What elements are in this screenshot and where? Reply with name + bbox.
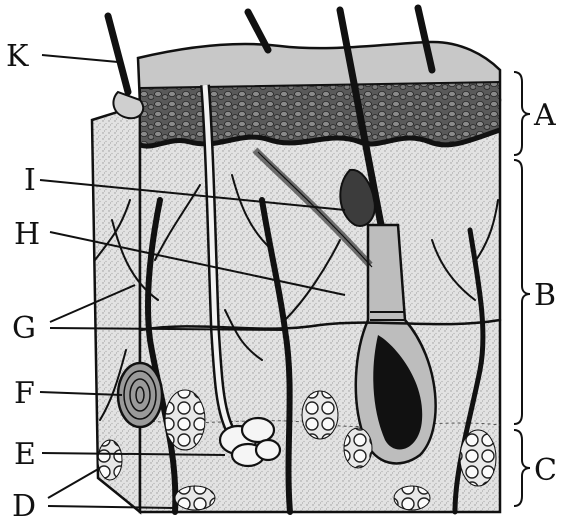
fat-lobule-4 <box>460 430 496 486</box>
fat-lobule-1 <box>165 390 205 450</box>
label-I: I <box>24 163 36 198</box>
bracket-B <box>514 160 530 424</box>
leader-D-1 <box>48 468 100 498</box>
label-E: E <box>14 437 36 472</box>
brackets <box>514 72 530 506</box>
leader-K <box>42 55 118 62</box>
bracket-C <box>514 430 530 506</box>
fat-lobule-7 <box>175 486 215 510</box>
label-A: A <box>533 98 556 133</box>
label-C: C <box>534 453 557 488</box>
label-K: K <box>6 39 29 74</box>
bracket-A <box>514 72 530 155</box>
label-F: F <box>14 376 35 411</box>
label-H: H <box>14 217 40 252</box>
label-B: B <box>534 278 556 313</box>
skin-block <box>92 42 500 512</box>
hair-shaft-1 <box>108 16 128 92</box>
pacinian-corpuscle <box>118 363 162 427</box>
fat-lobule-6 <box>394 486 430 510</box>
fat-lobule-5 <box>98 440 122 480</box>
label-D: D <box>12 489 36 522</box>
label-G: G <box>12 311 36 346</box>
epidermis-layer <box>140 82 500 146</box>
fat-lobule-3 <box>344 428 372 468</box>
fat-lobule-2 <box>302 391 338 439</box>
dermis-layer <box>140 100 500 512</box>
